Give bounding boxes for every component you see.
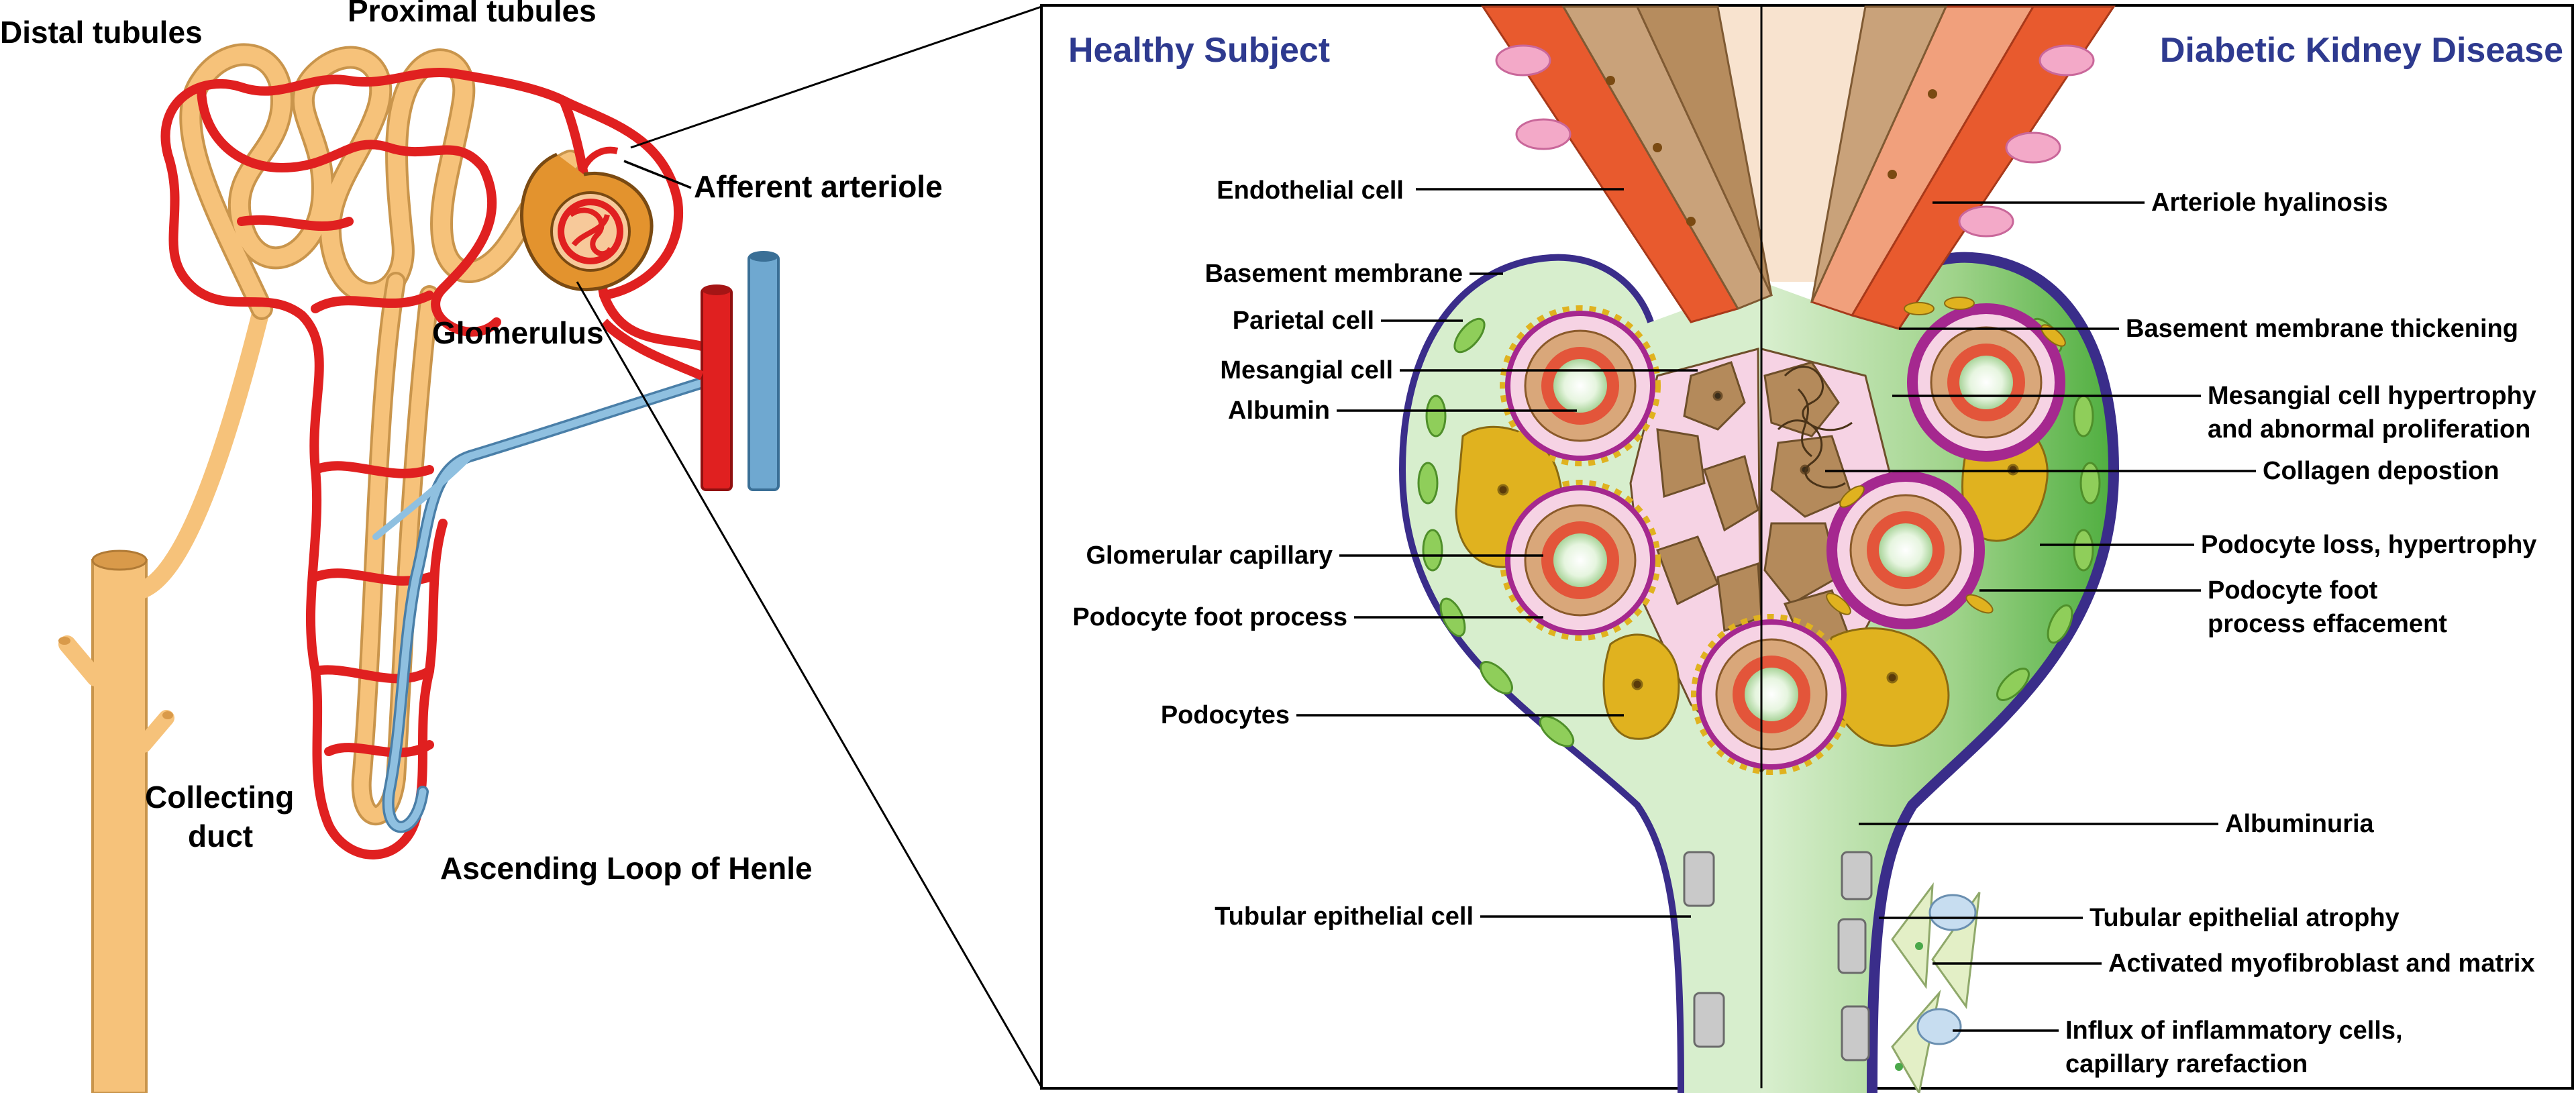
- label-mesangial-hypertrophy-line2: and abnormal proliferation: [2208, 415, 2530, 444]
- label-parietal-cell: Parietal cell: [1233, 307, 1374, 335]
- label-albumin: Albumin: [1228, 397, 1330, 425]
- zoom-line-top: [630, 5, 1042, 149]
- zoom-line-bottom: [576, 281, 1043, 1088]
- label-foot-effacement-line1: Podocyte foot: [2208, 576, 2378, 605]
- glomerulus-comparison-panel: Healthy Subject Diabetic Kidney Disease …: [1040, 4, 2574, 1093]
- label-podocyte-foot-process: Podocyte foot process: [1072, 603, 1347, 631]
- basement-membrane-dkd: [1867, 252, 2120, 1093]
- tubular-epithelial-cells: [1683, 851, 1873, 1061]
- heading-healthy-subject: Healthy Subject: [1068, 31, 1330, 70]
- label-basement-membrane-thickening: Basement membrane thickening: [2126, 315, 2518, 343]
- glomerulus-bowmans-capsule: [520, 146, 654, 292]
- renal-vessels: [601, 251, 780, 491]
- vasa-recta: [372, 370, 731, 833]
- label-tubular-atrophy: Tubular epithelial atrophy: [2090, 904, 2400, 932]
- label-influx-line1: Influx of inflammatory cells,: [2065, 1017, 2403, 1045]
- label-albuminuria: Albuminuria: [2225, 810, 2375, 838]
- parietal-cells: [1417, 317, 2101, 747]
- dkd-annotations: Arteriole hyalinosis Basement membrane t…: [1825, 189, 2536, 1078]
- arteriole-healthy: [1481, 5, 1773, 323]
- label-distal-tubules: Distal tubules: [0, 15, 203, 50]
- label-collagen-deposition: Collagen depostion: [2263, 457, 2500, 485]
- peritubular-capillaries: [160, 67, 716, 860]
- label-afferent-arteriole: Afferent arteriole: [694, 169, 943, 204]
- healthy-annotations: Endothelial cell Basement membrane Parie…: [1072, 176, 1698, 931]
- label-podocytes: Podocytes: [1161, 701, 1290, 729]
- label-glomerular-capillary: Glomerular capillary: [1086, 541, 1333, 570]
- label-podocyte-loss: Podocyte loss, hypertrophy: [2201, 531, 2536, 559]
- label-glomerulus: Glomerulus: [432, 315, 604, 350]
- label-ascending-loop: Ascending Loop of Henle: [440, 851, 813, 886]
- label-collecting-duct-line1: Collecting: [145, 780, 294, 815]
- arteriole-hyalinosis: [1810, 5, 2116, 330]
- nephron-illustration: Distal tubules Proximal tubules Afferent…: [0, 0, 1043, 1093]
- label-foot-effacement-line2: process effacement: [2208, 610, 2447, 638]
- collagen-deposition: [1777, 366, 1853, 489]
- leader-afferent-arteriole: [623, 160, 692, 189]
- label-myofibroblast: Activated myofibroblast and matrix: [2108, 949, 2535, 978]
- myofibroblasts-inflammatory-cells: [1891, 882, 1981, 1093]
- label-endothelial-cell: Endothelial cell: [1217, 176, 1404, 205]
- label-proximal-tubules: Proximal tubules: [348, 0, 597, 28]
- label-mesangial-cell: Mesangial cell: [1220, 356, 1393, 384]
- label-arteriole-hyalinosis: Arteriole hyalinosis: [2151, 189, 2388, 217]
- label-mesangial-hypertrophy-line1: Mesangial cell hypertrophy: [2208, 382, 2536, 410]
- label-collecting-duct-line2: duct: [188, 819, 253, 853]
- renal-tubules: [179, 43, 582, 825]
- label-influx-line2: capillary rarefaction: [2065, 1050, 2308, 1078]
- heading-dkd: Diabetic Kidney Disease: [2160, 31, 2563, 70]
- label-tubular-epithelial-cell: Tubular epithelial cell: [1215, 902, 1474, 931]
- collecting-duct: [58, 306, 270, 1093]
- glomerular-capillaries: [1500, 297, 2066, 775]
- label-basement-membrane: Basement membrane: [1205, 260, 1463, 288]
